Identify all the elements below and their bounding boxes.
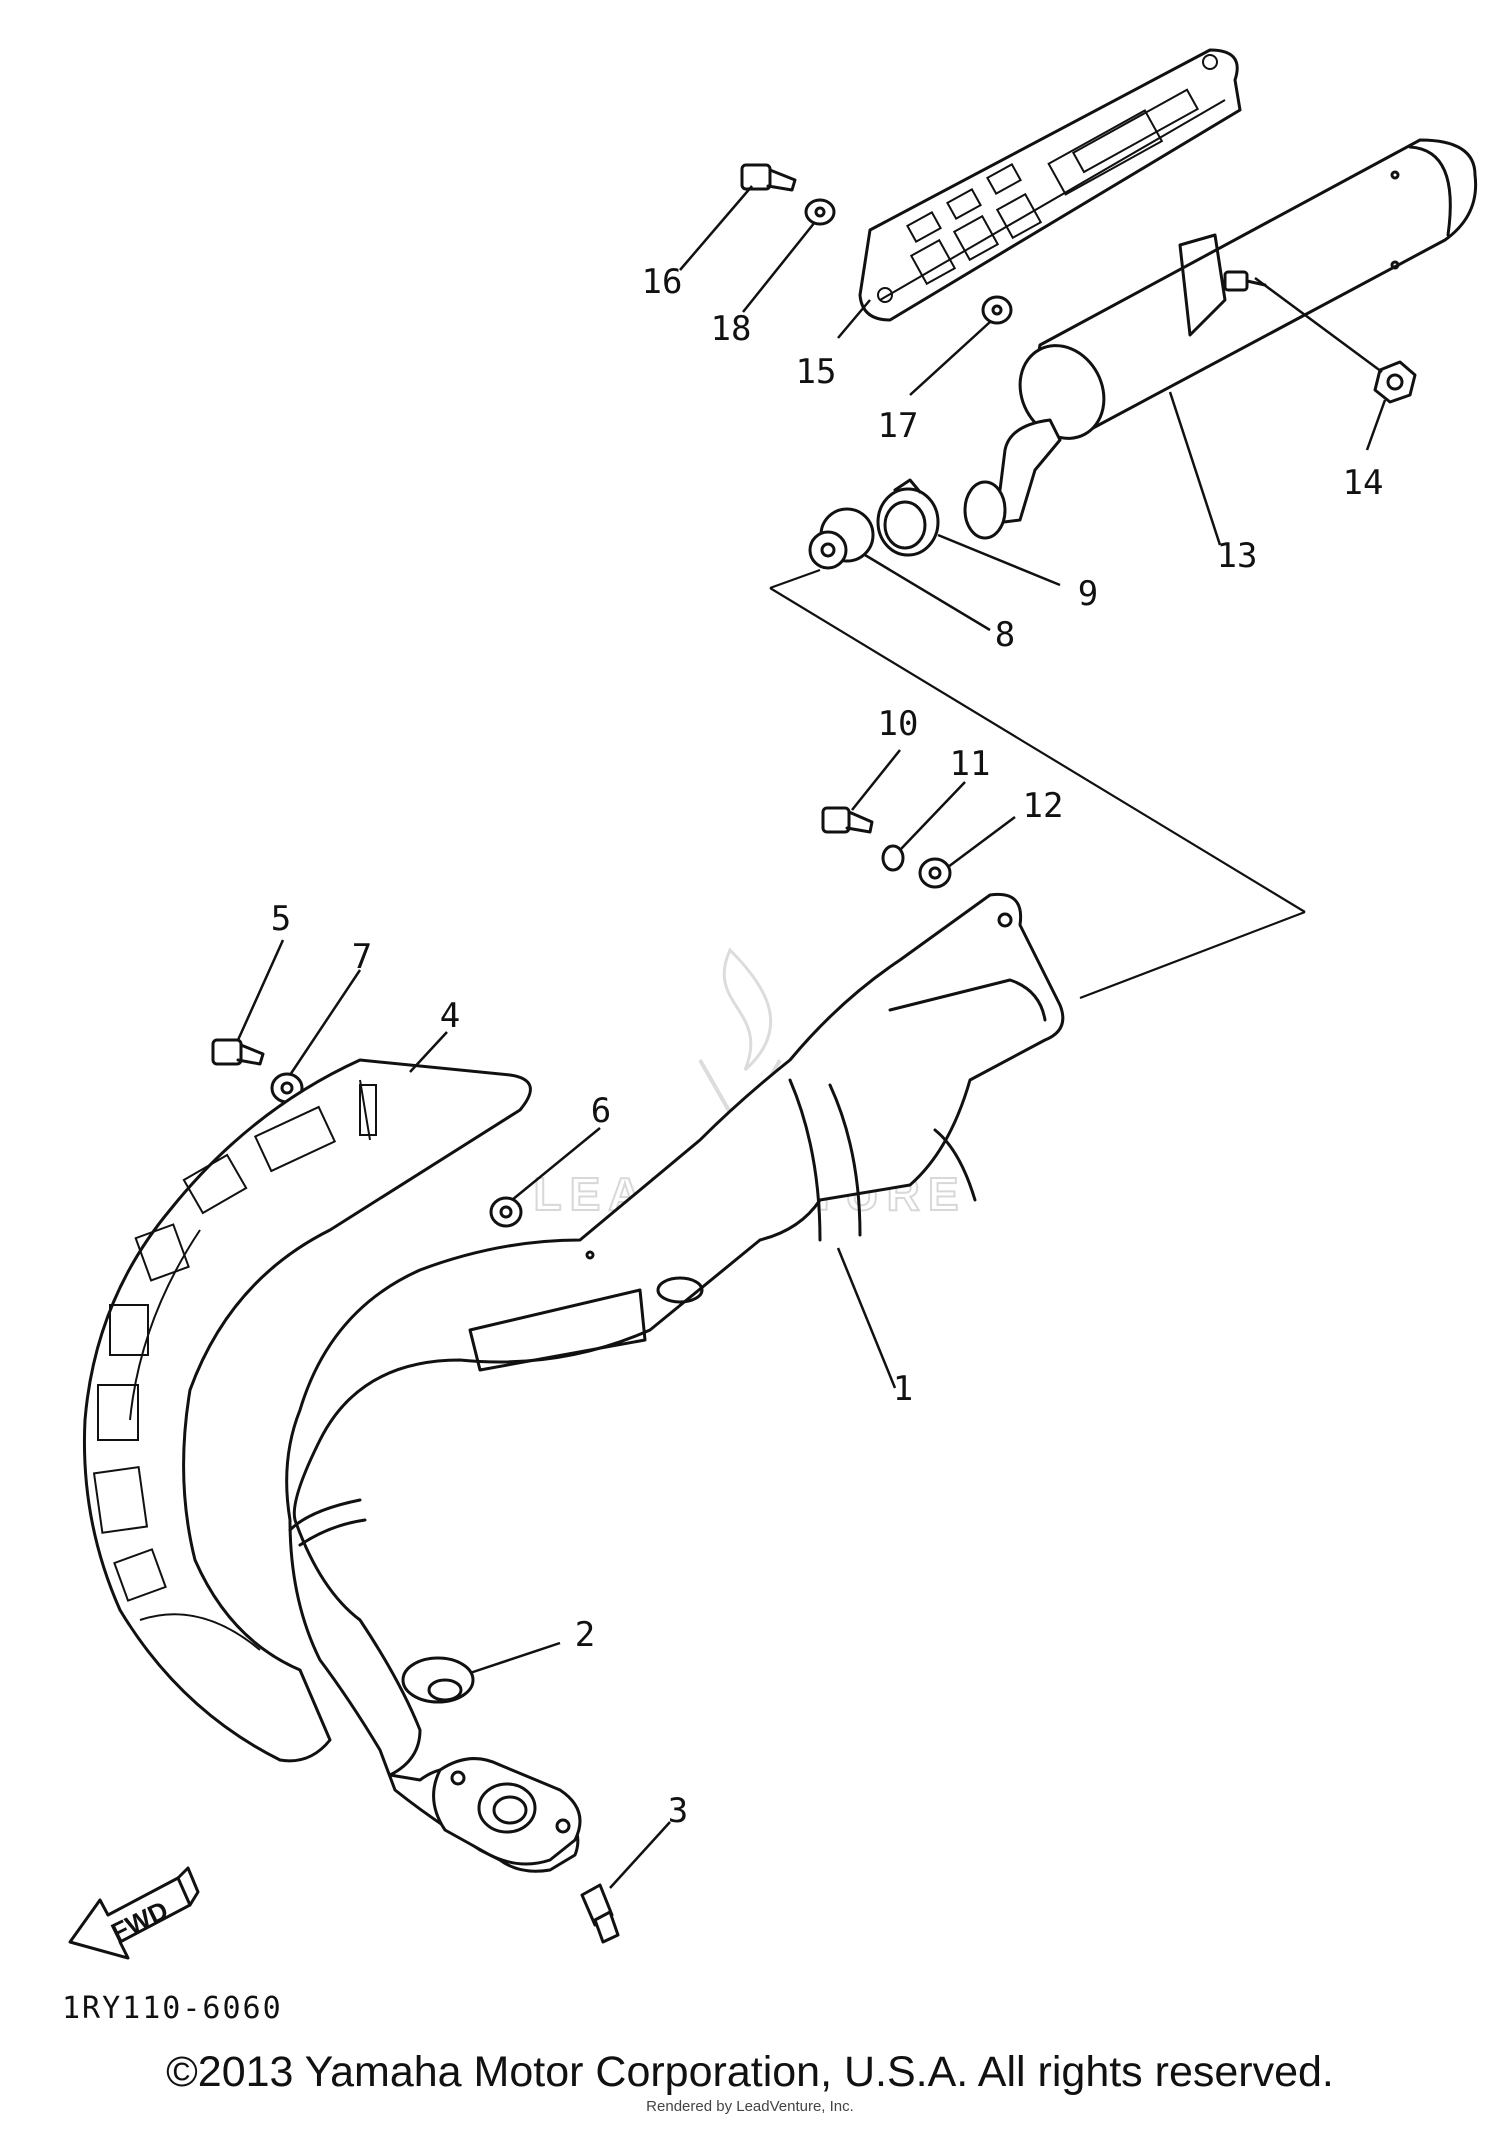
- callout-16: 16: [642, 262, 683, 302]
- part-13-silencer: [963, 138, 1478, 540]
- callout-5: 5: [271, 899, 291, 939]
- assembly-guide-lines: [769, 568, 1306, 1000]
- callout-1: 1: [893, 1369, 913, 1409]
- callout-17: 17: [878, 406, 919, 446]
- callout-2: 2: [575, 1615, 595, 1655]
- part-1-exhaust-pipe: [285, 892, 1065, 1873]
- part-10-bolt: [821, 806, 874, 834]
- part-3-stud-bolt: [580, 1883, 620, 1944]
- leader-lines: [236, 185, 1387, 1889]
- callout-6: 6: [591, 1091, 611, 1131]
- part-16-bolt: [740, 163, 797, 192]
- callout-12: 12: [1023, 786, 1064, 826]
- copyright-notice: ©2013 Yamaha Motor Corporation, U.S.A. A…: [166, 2048, 1334, 2096]
- part-8-joint: [808, 507, 875, 570]
- part-17-washer: [981, 295, 1013, 325]
- callout-13: 13: [1217, 536, 1258, 576]
- part-9-clamp: [876, 478, 940, 557]
- part-18-washer: [804, 198, 836, 226]
- part-11-washer: [881, 844, 905, 872]
- callout-18: 18: [711, 309, 752, 349]
- part-5-bolt: [211, 1038, 265, 1066]
- part-14-nut: [1373, 360, 1417, 404]
- exhaust-flange: [432, 1757, 582, 1866]
- callout-3: 3: [668, 1791, 688, 1831]
- diagram-code: 1RY110-6060: [62, 1991, 283, 2026]
- rendered-by-note: Rendered by LeadVenture, Inc.: [646, 2098, 854, 2115]
- callout-11: 11: [950, 744, 991, 784]
- part-15-muffler-protector: [858, 48, 1242, 322]
- callout-10: 10: [878, 704, 919, 744]
- part-2-gasket: [401, 1656, 475, 1704]
- callout-9: 9: [1078, 574, 1098, 614]
- part-4-protector: [82, 1058, 532, 1763]
- part-12-washer: [918, 857, 952, 889]
- callout-labels: 1 2 3 4 5 6 7 8 9 10 11 12 13 14 15 16 1…: [271, 262, 1384, 1831]
- part-6-washer: [489, 1196, 523, 1228]
- fwd-arrow-icon: FWD: [68, 1866, 200, 1960]
- callout-15: 15: [796, 352, 837, 392]
- callout-4: 4: [440, 996, 460, 1036]
- callout-14: 14: [1343, 463, 1384, 503]
- callout-7: 7: [352, 937, 372, 977]
- callout-8: 8: [995, 615, 1015, 655]
